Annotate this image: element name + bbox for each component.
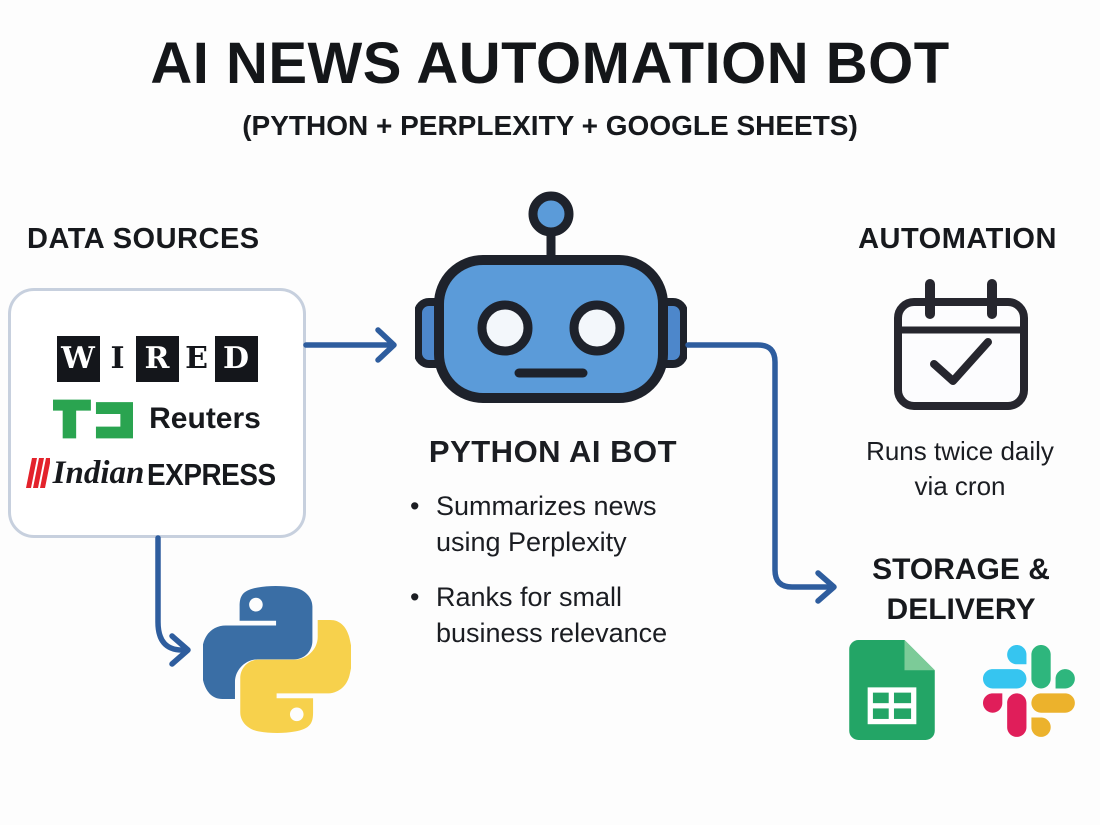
data-sources-panel: W I R E D Reuters Indian EXPRESS (8, 288, 306, 538)
python-ai-bot-heading: PYTHON AI BOT (428, 434, 678, 469)
wired-letter: R (135, 336, 179, 382)
wired-letter: E (185, 341, 208, 376)
page-subtitle: (PYTHON + PERPLEXITY + GOOGLE SHEETS) (242, 110, 858, 141)
list-item: Ranks for small business relevance (408, 579, 708, 652)
calendar-check-icon (894, 279, 1028, 410)
wired-letter: W (56, 336, 100, 382)
python-yellow-snake (240, 619, 351, 733)
automation-heading: AUTOMATION (858, 223, 1057, 255)
arrow-bot-to-storage (685, 342, 837, 604)
wired-letter: I (110, 341, 125, 376)
indian-express-logo: Indian EXPRESS (24, 456, 291, 490)
indian-express-script-text: Indian (52, 455, 145, 491)
indian-express-caps-text: EXPRESS (147, 457, 277, 492)
bot-feature-list: Summarizes news using Perplexity Ranks f… (408, 488, 708, 670)
checkmark (930, 338, 992, 385)
indian-express-marks-icon (25, 458, 50, 488)
python-blue-snake (203, 586, 313, 699)
wired-letter: D (214, 336, 258, 382)
calendar-body (894, 298, 1028, 410)
techcrunch-logo-icon (53, 399, 134, 439)
list-item: Summarizes news using Perplexity (408, 488, 708, 561)
robot-head (434, 255, 668, 403)
robot-eye-right (569, 300, 625, 356)
python-logo-icon (203, 586, 351, 733)
reuters-logo-text: Reuters (149, 402, 261, 435)
page-title: AI NEWS AUTOMATION BOT (150, 31, 950, 96)
data-sources-heading: DATA SOURCES (27, 223, 260, 255)
storage-delivery-heading: STORAGE & DELIVERY (872, 553, 1050, 626)
arrow-sources-to-bot (303, 327, 397, 363)
robot-antenna-ball (528, 191, 574, 237)
sheets-fold (904, 640, 935, 671)
techcrunch-reuters-row: Reuters (53, 398, 261, 440)
automation-caption: Runs twice daily via cron (866, 436, 1054, 502)
wired-logo: W I R E D (56, 336, 258, 382)
robot-eye-left (477, 300, 533, 356)
google-sheets-icon (849, 640, 935, 740)
arrow-sources-to-python (155, 535, 191, 667)
slack-icon (983, 645, 1075, 737)
robot-icon (415, 191, 687, 403)
